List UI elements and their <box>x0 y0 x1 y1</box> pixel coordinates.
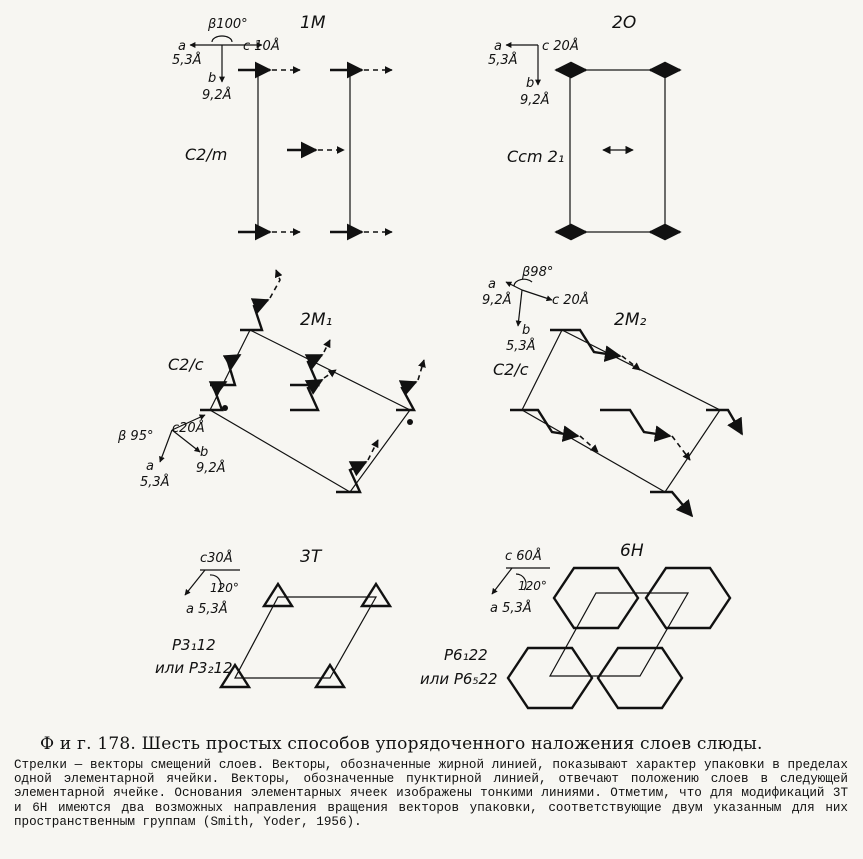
panel-2m2: 2M₂ a 9,2Å β98° c 20Å b 5,3Å C2/c <box>482 265 744 518</box>
space-group-2m2: C2/c <box>493 360 529 379</box>
axis-b-2o: b <box>526 76 534 91</box>
axis-b-len-1m: 9,2Å <box>202 87 232 103</box>
space-group-2m1: C2/c <box>168 355 204 374</box>
panel-title-1m: 1M <box>300 13 326 33</box>
panel-1m: 1M β100° a 5,3Å c 10Å b 9,2Å C2/m <box>172 13 393 241</box>
axis-a-len-1m: 5,3Å <box>172 52 202 68</box>
axis-c-6h: c 60Å <box>505 548 542 564</box>
axis-angle-3t: 120° <box>210 581 239 595</box>
panel-title-2o: 2O <box>612 13 636 33</box>
axis-angle-6h: 120° <box>518 579 547 593</box>
axes-6h: c 60Å 120° a 5,3Å <box>490 548 550 616</box>
axis-a-len-2o: 5,3Å <box>488 52 518 68</box>
axis-c-1m: c 10Å <box>243 38 280 54</box>
axis-c-2o: c 20Å <box>542 38 579 54</box>
mica-stacking-figure: 1M β100° a 5,3Å c 10Å b 9,2Å C2/m <box>117 13 744 710</box>
panel-title-3t: 3T <box>300 547 323 567</box>
panel-6h: 6H c 60Å 120° a 5,3Å P6₁22 или P6₅22 <box>420 541 732 710</box>
axis-c-2m2: c 20Å <box>552 292 589 308</box>
axis-a-len-2m2: 9,2Å <box>482 292 512 308</box>
hexagons-6h <box>506 566 732 710</box>
axes-1m: β100° a 5,3Å c 10Å b 9,2Å <box>172 17 280 103</box>
axes-3t: c30Å 120° a 5,3Å <box>184 550 240 617</box>
axes-2m2: a 9,2Å β98° c 20Å b 5,3Å <box>482 265 589 354</box>
axis-b-1m: b <box>208 71 216 86</box>
axis-a-2m2: a <box>488 277 496 292</box>
panel-title-6h: 6H <box>620 541 644 561</box>
axis-b-len-2m1: 9,2Å <box>196 460 226 476</box>
axis-a-2m1: a <box>146 459 154 474</box>
space-group-6h-1: P6₁22 <box>444 646 488 664</box>
axis-beta-2m2: β98° <box>521 265 553 280</box>
axis-a-6h: a 5,3Å <box>490 600 532 616</box>
panel-2o: 2O a 5,3Å c 20Å b 9,2Å Ccm 2₁ <box>488 13 682 241</box>
space-group-6h-2: или P6₅22 <box>420 670 498 688</box>
space-group-2o: Ccm 2₁ <box>507 147 564 166</box>
panel-title-2m2: 2M₂ <box>614 310 646 330</box>
axis-beta-1m: β100° <box>207 17 248 32</box>
space-group-1m: C2/m <box>185 145 227 164</box>
panel-2m1: 2M₁ C2/c β 95° c20Å b 9,2Å a 5,3Å <box>117 269 426 494</box>
axis-a-len-2m1: 5,3Å <box>140 474 170 490</box>
axis-b-len-2m2: 5,3Å <box>506 338 536 354</box>
axis-b-2m1: b <box>200 445 208 460</box>
figure-caption-title: Ф и г. 178. Шесть простых способов упоря… <box>40 734 763 754</box>
panel-3t: 3T c30Å 120° a 5,3Å P3₁12 или P3₂12 <box>155 547 393 689</box>
figure-caption-body: Стрелки — векторы смещений слоев. Вектор… <box>14 758 848 829</box>
space-group-3t-2: или P3₂12 <box>155 659 233 677</box>
axis-c-2m1: c20Å <box>172 420 205 436</box>
space-group-3t-1: P3₁12 <box>172 636 216 654</box>
axis-c-3t: c30Å <box>200 550 233 566</box>
panel-title-2m1: 2M₁ <box>300 310 332 330</box>
axes-2o: a 5,3Å c 20Å b 9,2Å <box>488 38 579 108</box>
triangles-3t <box>218 581 393 689</box>
axis-b-len-2o: 9,2Å <box>520 92 550 108</box>
axis-a-1m: a <box>178 39 186 54</box>
axes-2m1: β 95° c20Å b 9,2Å a 5,3Å <box>117 414 226 490</box>
axis-a-2o: a <box>494 39 502 54</box>
axis-a-3t: a 5,3Å <box>186 601 228 617</box>
axis-beta-2m1: β 95° <box>117 429 153 444</box>
axis-b-2m2: b <box>522 323 530 338</box>
